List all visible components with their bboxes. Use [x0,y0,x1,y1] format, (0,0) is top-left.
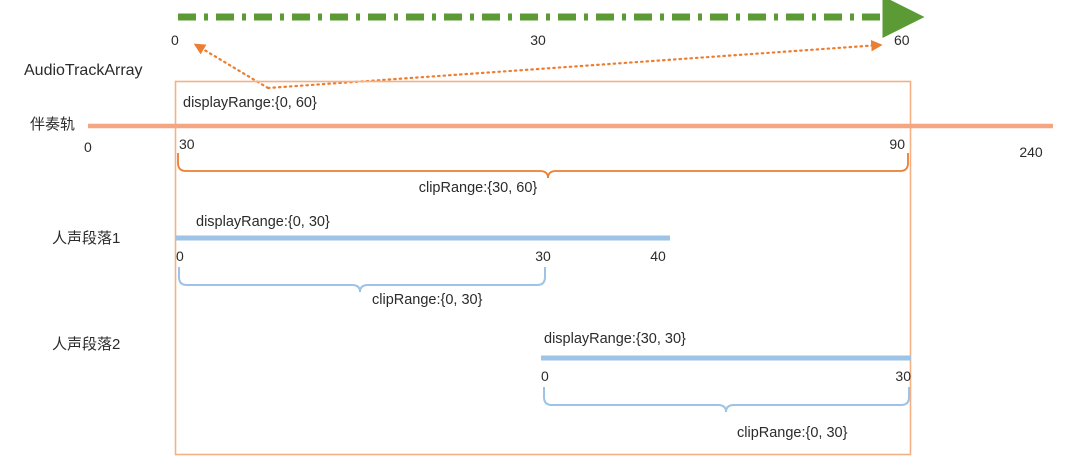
accompaniment-tick-left: 0 [84,139,92,155]
accompaniment-display-range: displayRange:{0, 60} [183,95,317,111]
accompaniment-clip-range: clipRange:{30, 60} [418,180,538,196]
accompaniment-tick-end: 90 [889,136,905,152]
vocal-segment-1-tick-mid: 30 [535,248,551,264]
vocal-segment-1-clip-brace [178,267,546,293]
vocal-segment-2-clip-range: clipRange:{0, 30} [737,425,848,441]
timeline-tick-30: 30 [530,32,546,48]
mapping-arrow-right [266,39,883,90]
vocal-segment-2-tick-start: 0 [541,368,549,384]
accompaniment-tick-start: 30 [179,136,195,152]
page-title: AudioTrackArray [24,62,143,79]
track-label-vocal-segment-1: 人声段落1 [52,230,121,247]
vocal-segment-1-display-range: displayRange:{0, 30} [196,214,330,230]
vocal-segment-2-tick-end: 30 [895,368,911,384]
vocal-segment-1-tick-start: 0 [176,248,184,264]
timeline-tick-0: 0 [171,32,179,48]
vocal-segment-1-tick-end: 40 [650,248,666,264]
timeline-tick-60: 60 [894,32,910,48]
track-label-vocal-segment-2: 人声段落2 [52,336,121,353]
accompaniment-tick-right: 240 [1019,144,1043,160]
vocal-segment-2-clip-brace [543,387,910,413]
audiotrackarray-box [174,80,912,456]
accompaniment-clip-brace [177,153,909,179]
vocal-segment-2-display-range: displayRange:{30, 30} [544,331,686,347]
track-label-accompaniment: 伴奏轨 [30,116,76,133]
vocal-segment-1-clip-range: clipRange:{0, 30} [372,292,483,308]
